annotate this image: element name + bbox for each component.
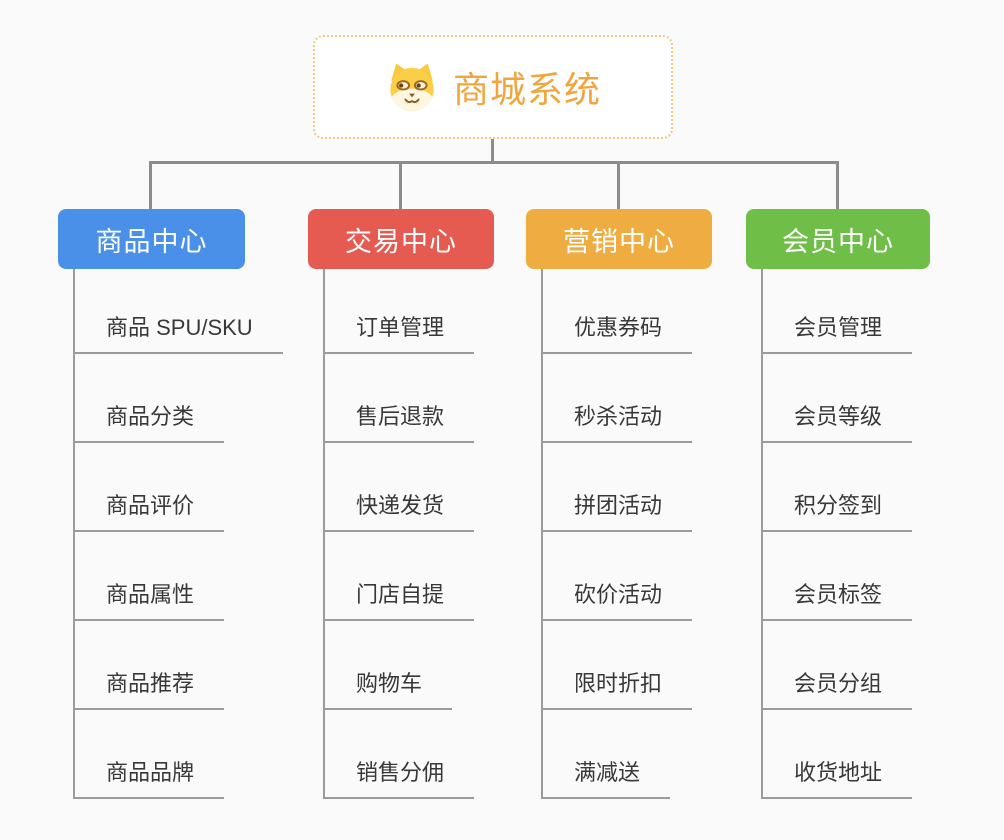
topic-item[interactable]: 商品推荐 [73,670,225,710]
topic-item[interactable]: 商品品牌 [73,759,225,799]
topic-item[interactable]: 满减送 [541,759,671,799]
branch-children-trade: 订单管理 售后退款 快递发货 门店自提 购物车 销售分佣 [323,269,475,799]
connector-bus [149,161,839,164]
topic-item[interactable]: 收货地址 [761,759,913,799]
topic-item[interactable]: 商品评价 [73,492,225,532]
branch-children-product: 商品 SPU/SKU 商品分类 商品评价 商品属性 商品推荐 商品品牌 [73,269,283,799]
topic-item[interactable]: 会员管理 [761,314,913,354]
connector-drop-marketing [617,163,620,210]
branch-label: 交易中心 [345,226,457,257]
topic-item[interactable]: 拼团活动 [541,492,693,532]
topic-item[interactable]: 积分签到 [761,492,913,532]
branch-children-member: 会员管理 会员等级 积分签到 会员标签 会员分组 收货地址 [761,269,913,799]
topic-item[interactable]: 售后退款 [323,403,475,443]
shiba-dog-icon [390,63,434,112]
branch-node-trade-center[interactable]: 交易中心 [308,209,494,269]
connector-drop-member [836,163,839,210]
root-node-mall-system[interactable]: 商城系统 [313,35,673,139]
branch-label: 会员中心 [782,226,894,257]
topic-item[interactable]: 会员分组 [761,670,913,710]
connector-drop-trade [399,163,402,210]
topic-item[interactable]: 销售分佣 [323,759,475,799]
topic-item[interactable]: 限时折扣 [541,670,693,710]
branch-node-marketing-center[interactable]: 营销中心 [526,209,712,269]
root-title: 商城系统 [452,69,601,110]
branch-children-marketing: 优惠券码 秒杀活动 拼团活动 砍价活动 限时折扣 满减送 [541,269,693,799]
topic-item[interactable]: 秒杀活动 [541,403,693,443]
branch-node-product-center[interactable]: 商品中心 [58,209,245,269]
topic-item[interactable]: 商品分类 [73,403,225,443]
topic-item[interactable]: 购物车 [323,670,453,710]
topic-item[interactable]: 门店自提 [323,581,475,621]
topic-item[interactable]: 快递发货 [323,492,475,532]
topic-item[interactable]: 商品属性 [73,581,225,621]
topic-item[interactable]: 会员等级 [761,403,913,443]
branch-label: 商品中心 [95,226,208,257]
connector-root-drop [491,139,494,163]
branch-node-member-center[interactable]: 会员中心 [746,209,930,269]
topic-item[interactable]: 会员标签 [761,581,913,621]
branch-label: 营销中心 [563,226,675,257]
topic-item[interactable]: 商品 SPU/SKU [73,314,283,354]
topic-item[interactable]: 优惠券码 [541,314,693,354]
connector-drop-product [149,163,152,210]
topic-item[interactable]: 订单管理 [323,314,475,354]
topic-item[interactable]: 砍价活动 [541,581,693,621]
